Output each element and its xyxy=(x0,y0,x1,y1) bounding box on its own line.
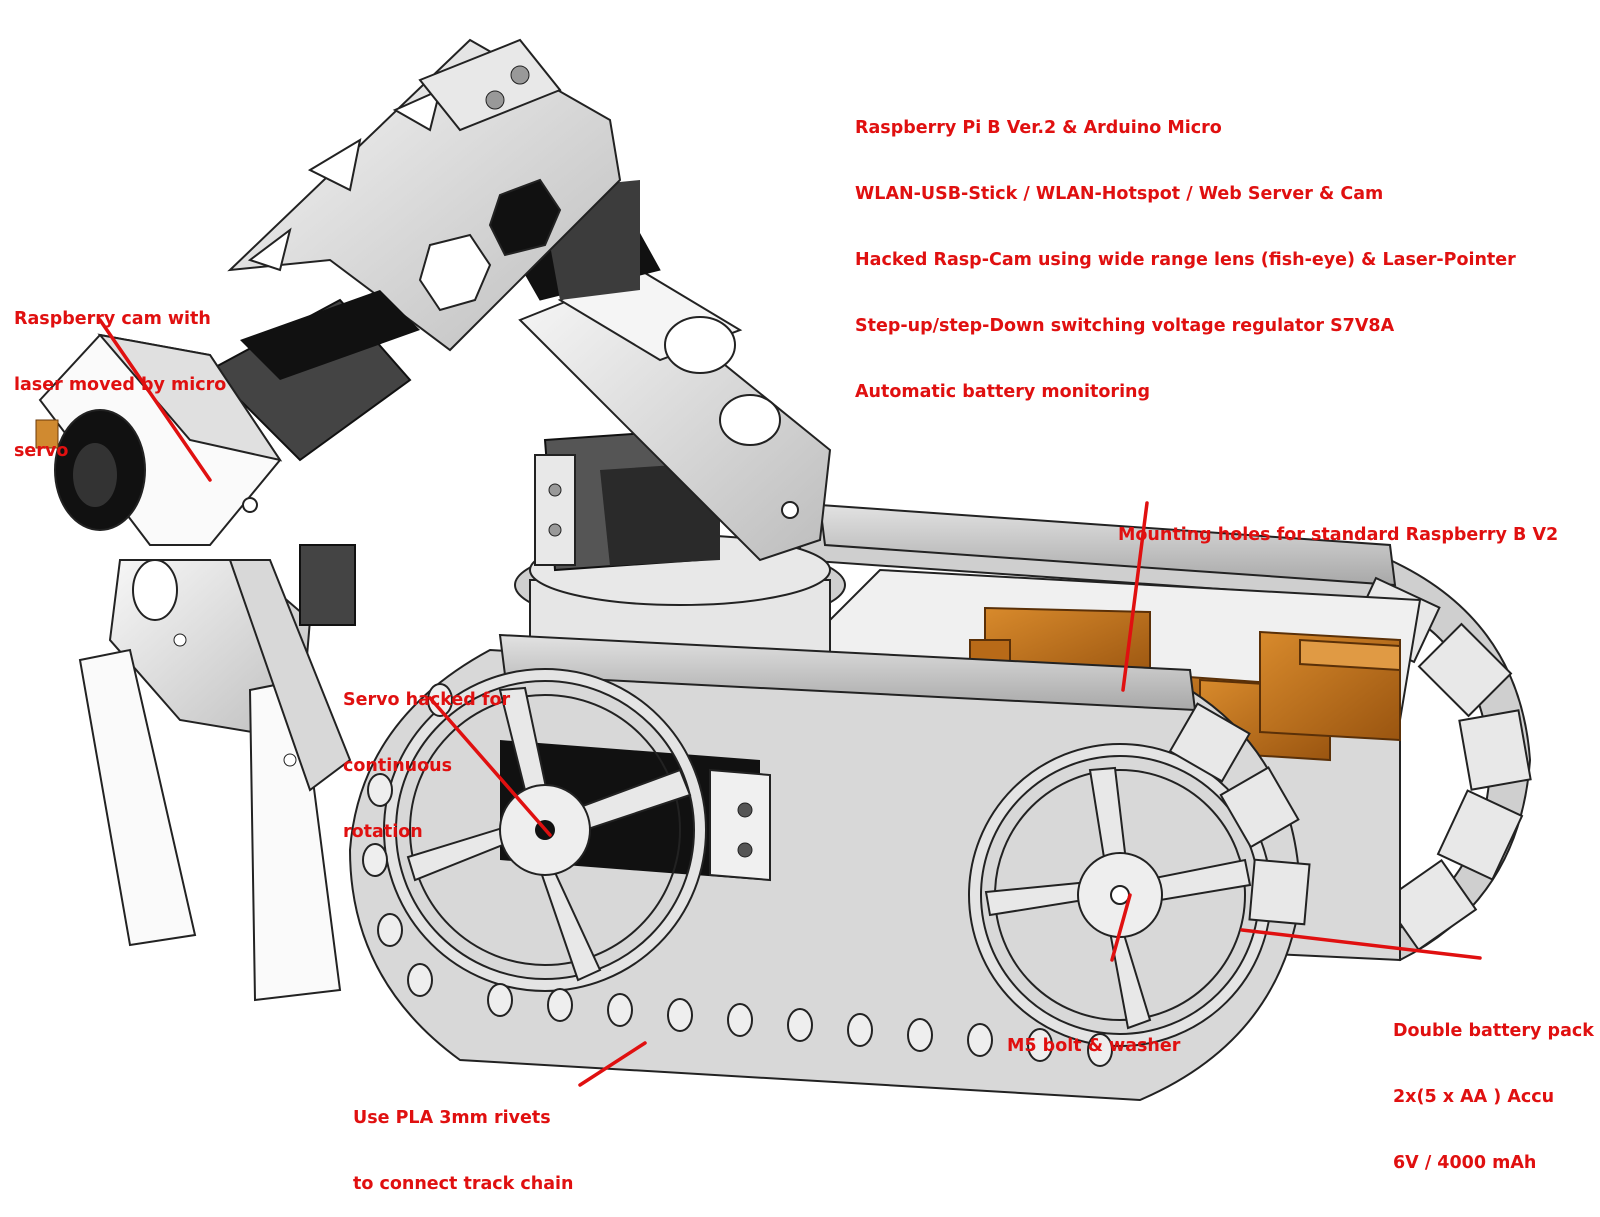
spec-line: Automatic battery monitoring xyxy=(855,382,1151,402)
leader-battery xyxy=(1240,928,1482,960)
spec-line: Raspberry Pi B Ver.2 & Arduino Micro xyxy=(855,118,1222,138)
leader-servo xyxy=(428,696,552,837)
spec-line: Step-up/step-Down switching voltage regu… xyxy=(855,316,1395,336)
callout-line: 6V / 4000 mAh xyxy=(1393,1153,1537,1173)
front-track xyxy=(348,633,1311,1102)
specs-list: Raspberry Pi B Ver.2 & Arduino Micro WLA… xyxy=(855,73,1516,425)
rear-track xyxy=(799,503,1532,962)
callout-line: continuous xyxy=(343,756,453,776)
leader-rivets xyxy=(578,1041,647,1087)
gripper-finger-left xyxy=(78,648,197,947)
leader-bolt xyxy=(1110,893,1132,962)
leader-mounting xyxy=(1121,501,1149,692)
laser-pointer xyxy=(35,419,59,449)
callout-line: laser moved by micro xyxy=(14,375,227,395)
callout-line: 2x(5 x AA ) Accu xyxy=(1393,1087,1555,1107)
track-rivets xyxy=(362,683,1113,1067)
callout-line: Mounting holes for standard Raspberry B … xyxy=(1118,525,1559,545)
callout-line: M5 bolt & washer xyxy=(1007,1036,1181,1056)
callout-battery: Double battery pack 2x(5 x AA ) Accu 6V … xyxy=(1393,976,1594,1196)
callout-line: servo xyxy=(14,441,69,461)
spec-line: Hacked Rasp-Cam using wide range lens (f… xyxy=(855,250,1516,270)
base-servo xyxy=(534,428,720,572)
callout-rivets: Use PLA 3mm rivets to connect track chai… xyxy=(353,1063,574,1217)
callout-line: Servo hacked for xyxy=(343,690,511,710)
callout-camera: Raspberry cam with laser moved by micro … xyxy=(14,264,226,484)
callout-line: to connect track chain xyxy=(353,1174,574,1194)
leader-cam xyxy=(98,318,212,482)
robot-diagram xyxy=(35,38,1532,1102)
callout-line: Use PLA 3mm rivets xyxy=(353,1108,551,1128)
callout-bolt: M5 bolt & washer xyxy=(1007,991,1180,1079)
front-wheel xyxy=(383,668,707,992)
robot-arm xyxy=(208,38,832,562)
callout-line: rotation xyxy=(343,822,423,842)
callout-line: Double battery pack xyxy=(1393,1021,1594,1041)
leader-lines xyxy=(98,318,1482,1087)
spec-line: WLAN-USB-Stick / WLAN-Hotspot / Web Serv… xyxy=(855,184,1384,204)
camera-head xyxy=(35,333,283,546)
callout-line: Raspberry cam with xyxy=(14,309,211,329)
callout-mounting-holes: Mounting holes for standard Raspberry B … xyxy=(1118,480,1558,568)
gripper xyxy=(78,544,356,1002)
rear-wheel xyxy=(968,743,1272,1047)
callout-servo: Servo hacked for continuous rotation xyxy=(343,645,510,865)
